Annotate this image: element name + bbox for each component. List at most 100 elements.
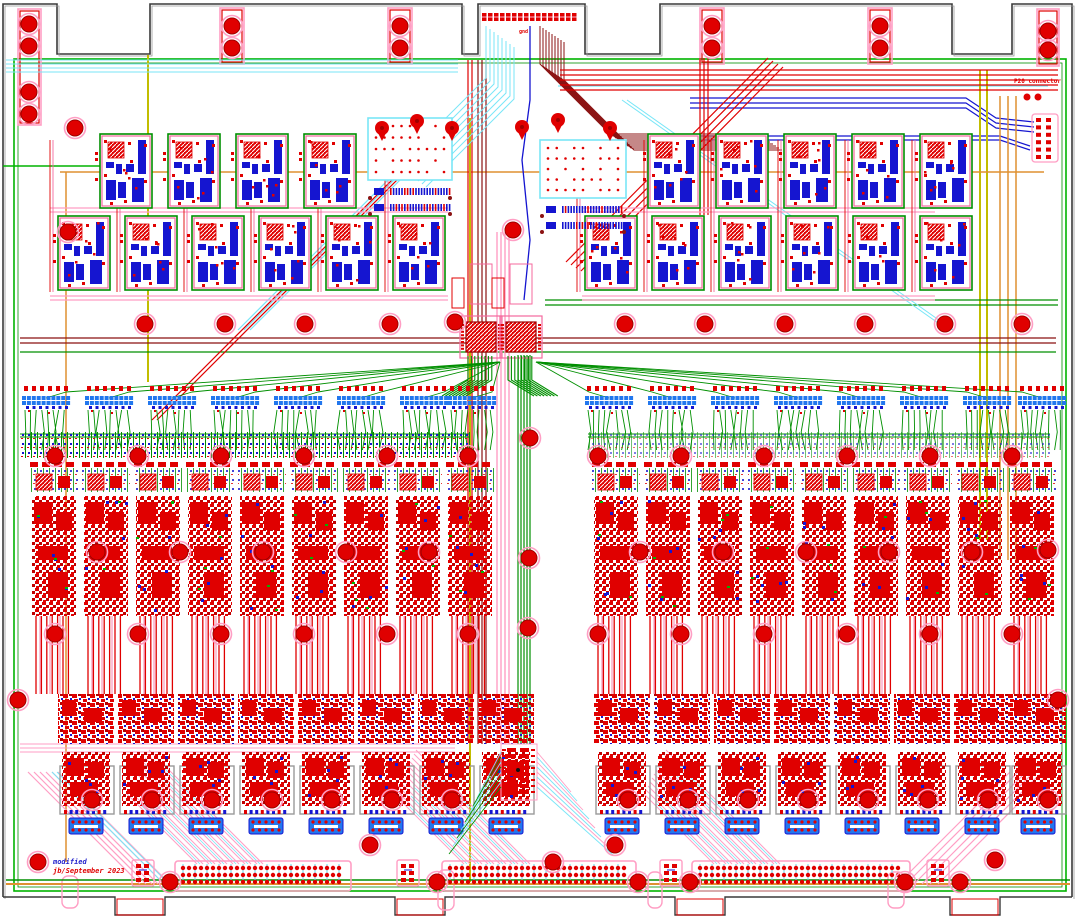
mounting-hole (1010, 312, 1034, 336)
mounting-hole (213, 312, 237, 336)
mounting-hole (220, 14, 244, 38)
mounting-hole (292, 444, 316, 468)
mounting-hole (80, 788, 104, 812)
mounting-hole (140, 788, 164, 812)
mounting-hole (43, 444, 67, 468)
mounting-hole (63, 116, 87, 140)
teardrop-pad (515, 120, 529, 140)
mounting-hole (56, 220, 80, 244)
mounting-hole (868, 14, 892, 38)
mounting-hole (700, 36, 724, 60)
mounting-hole (960, 540, 984, 564)
bottom-module (954, 694, 1011, 835)
mounting-hole (456, 622, 480, 646)
p20-connector-label: P20 connector (1014, 78, 1061, 85)
teardrop-pad (410, 114, 424, 134)
top-module (187, 215, 245, 291)
mounting-hole (425, 870, 449, 894)
mounting-hole (251, 540, 275, 564)
mounting-hole (853, 312, 877, 336)
mounting-hole (417, 540, 441, 564)
bottom-module (418, 694, 475, 835)
mounting-hole (440, 788, 464, 812)
channel-column (1008, 462, 1056, 694)
bottom-module (774, 694, 831, 835)
mounting-hole (752, 444, 776, 468)
mounting-hole (133, 312, 157, 336)
bottom-module (894, 694, 951, 835)
top-module (915, 215, 973, 291)
mounting-hole (752, 622, 776, 646)
bottom-module (654, 694, 711, 835)
mounting-hole (1046, 688, 1070, 712)
mounting-hole (220, 36, 244, 60)
mounting-hole (835, 444, 859, 468)
mounting-hole (378, 312, 402, 336)
top-module (714, 215, 772, 291)
mounting-hole (388, 36, 412, 60)
top-module (321, 215, 379, 291)
mounting-hole (794, 540, 818, 564)
mounting-hole (443, 310, 467, 334)
mounting-hole (586, 622, 610, 646)
mounting-hole (613, 312, 637, 336)
mounting-hole (893, 870, 917, 894)
mounting-hole (6, 688, 30, 712)
channel-column (238, 462, 286, 694)
channel-column (644, 462, 692, 694)
bottom-module (178, 694, 235, 835)
top-module (95, 133, 153, 209)
teardrop-pad (445, 121, 459, 141)
top-module (643, 133, 701, 209)
bottom-module (1010, 694, 1067, 835)
mounting-hole (456, 444, 480, 468)
top-module (915, 133, 973, 209)
top-module (647, 215, 705, 291)
mounting-hole (918, 444, 942, 468)
mounting-hole (358, 833, 382, 857)
mounting-hole (17, 102, 41, 126)
center-connector (448, 743, 614, 856)
bottom-pin-connector (174, 860, 352, 892)
mounting-hole (516, 616, 540, 640)
mounting-hole (796, 788, 820, 812)
mounting-hole (868, 36, 892, 60)
board-outline (2, 3, 1075, 916)
channel-column (290, 462, 338, 694)
channel-column (446, 462, 494, 694)
mounting-hole (586, 444, 610, 468)
top-module (388, 215, 446, 291)
mounting-hole (616, 788, 640, 812)
mounting-hole (835, 622, 859, 646)
mounting-hole (669, 622, 693, 646)
mounting-hole (626, 870, 650, 894)
mounting-hole (1036, 538, 1060, 562)
watermark-title: modified (53, 858, 87, 866)
mounting-hole (676, 788, 700, 812)
p20-connector-footprint (1023, 93, 1059, 163)
mounting-hole (1000, 444, 1024, 468)
channel-column (30, 462, 78, 694)
mounting-hole (916, 788, 940, 812)
center-ic (491, 263, 559, 397)
mounting-hole (603, 833, 627, 857)
mounting-hole (334, 540, 358, 564)
mounting-hole (158, 870, 182, 894)
channel-column (394, 462, 442, 694)
mounting-hole (1036, 19, 1060, 43)
top-module-rows (53, 133, 973, 291)
channel-column (748, 462, 796, 694)
mounting-hole (711, 540, 735, 564)
channel-column (82, 462, 130, 694)
mounting-hole (292, 622, 316, 646)
mounting-hole (126, 444, 150, 468)
mounting-hole (517, 546, 541, 570)
mounting-hole (17, 34, 41, 58)
watermark-date: jb/September 2023 (53, 867, 125, 875)
top-module (847, 133, 905, 209)
top-edge-connector (482, 13, 577, 21)
teardrop-pad (603, 121, 617, 141)
mounting-hole (1000, 622, 1024, 646)
mounting-hole (260, 788, 284, 812)
bottom-module (118, 694, 175, 835)
